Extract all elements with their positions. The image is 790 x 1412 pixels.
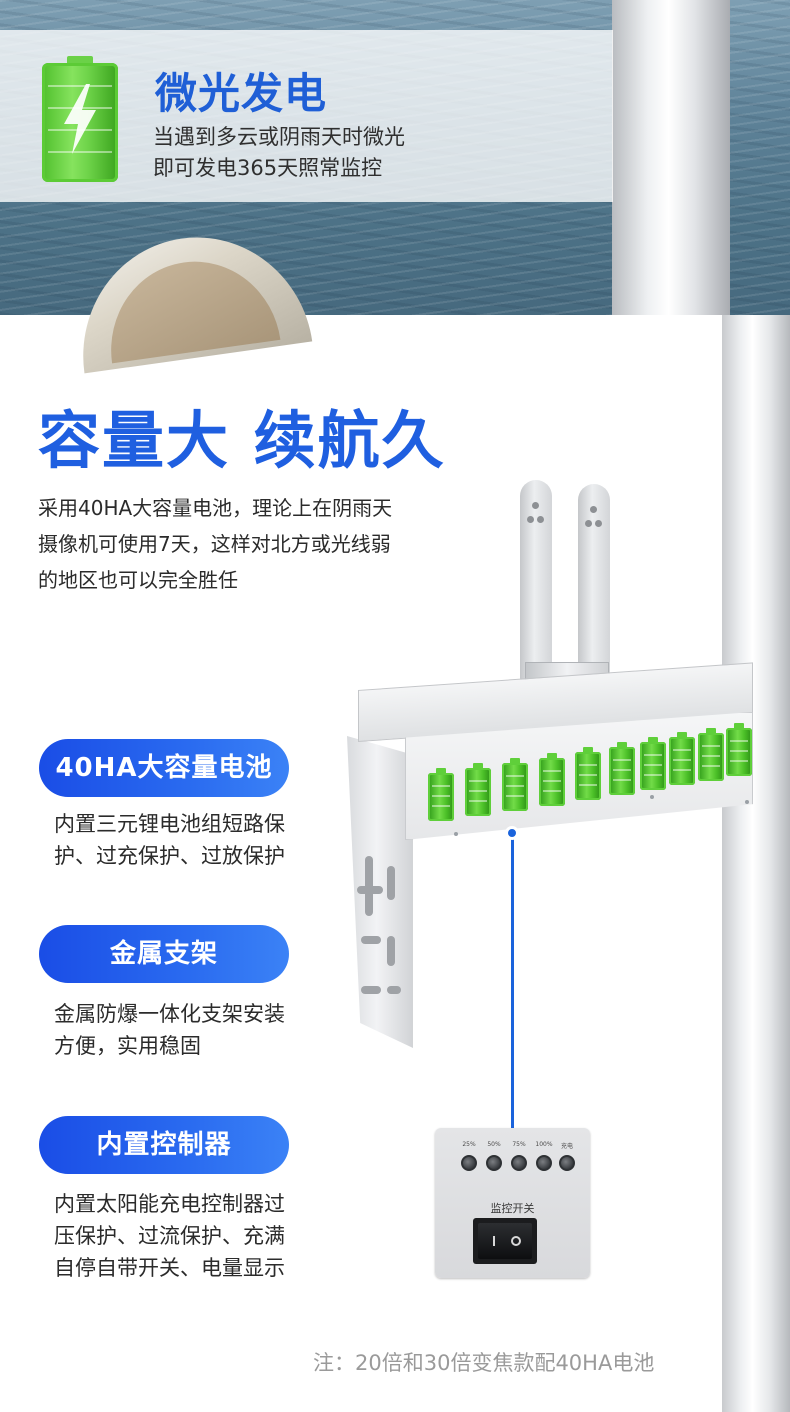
battery-cell	[539, 753, 565, 806]
level-label-75: 75%	[512, 1141, 526, 1148]
indicator-led	[559, 1155, 575, 1171]
battery-cell	[428, 768, 454, 821]
banner-title: 微光发电	[155, 69, 328, 118]
section-intro: 采用40HA大容量电池，理论上在阴雨天 摄像机可使用7天，这样对北方或光线弱 的…	[38, 490, 478, 598]
switch-label: 监控开关	[490, 1202, 535, 1215]
battery-cell	[726, 723, 752, 776]
intro-line-1: 采用40HA大容量电池，理论上在阴雨天	[38, 496, 393, 520]
indicator-led	[461, 1155, 477, 1171]
indicator-led	[536, 1155, 552, 1171]
feature-controller-desc: 内置太阳能充电控制器过 压保护、过流保护、充满 自停自带开关、电量显示	[54, 1188, 324, 1284]
feature-battery-badge: 40HA大容量电池	[39, 739, 289, 797]
intro-line-2: 摄像机可使用7天，这样对北方或光线弱	[38, 532, 391, 556]
feature-bracket-line-1: 金属防爆一体化支架安装	[54, 1002, 285, 1026]
indicator-led	[486, 1155, 502, 1171]
level-label-charging: 充电	[560, 1143, 573, 1150]
banner-description: 当遇到多云或阴雨天时微光 即可发电365天照常监控	[153, 122, 405, 184]
controller-panel-image: 25% 50% 75% 100% 充电 监控开关	[435, 1128, 590, 1278]
battery-charging-icon	[42, 56, 118, 182]
feature-battery-line-1: 内置三元锂电池组短路保	[54, 812, 285, 836]
power-switch-image	[473, 1218, 537, 1264]
battery-cell	[465, 763, 491, 816]
level-label-100: 100%	[535, 1141, 553, 1148]
feature-bracket-badge: 金属支架	[39, 925, 289, 983]
battery-cell	[640, 737, 666, 790]
banner-line-2: 即可发电365天照常监控	[153, 156, 383, 180]
indicator-led	[511, 1155, 527, 1171]
feature-bracket-line-2: 方便，实用稳固	[54, 1034, 201, 1058]
feature-controller-line-1: 内置太阳能充电控制器过	[54, 1192, 285, 1216]
feature-battery-line-2: 护、过充保护、过放保护	[54, 844, 285, 868]
feature-controller-line-3: 自停自带开关、电量显示	[54, 1256, 285, 1280]
level-label-25: 25%	[462, 1141, 476, 1148]
battery-cell	[669, 732, 695, 785]
pole-image-top	[612, 0, 730, 315]
feature-battery-desc: 内置三元锂电池组短路保 护、过充保护、过放保护	[54, 808, 324, 872]
feature-bracket-desc: 金属防爆一体化支架安装 方便，实用稳固	[54, 998, 324, 1062]
mount-ear-left	[520, 480, 552, 680]
connector-dot	[505, 826, 519, 840]
bracket-side-plate	[347, 736, 413, 1048]
feature-controller-badge: 内置控制器	[39, 1116, 289, 1174]
mount-ear-right	[578, 484, 610, 680]
section-title: 容量大 续航久	[38, 404, 446, 477]
battery-cell	[575, 747, 601, 800]
footnote: 注：20倍和30倍变焦款配40HA电池	[313, 1351, 655, 1375]
banner-line-1: 当遇到多云或阴雨天时微光	[153, 125, 405, 149]
battery-cell	[502, 758, 528, 811]
feature-controller-line-2: 压保护、过流保护、充满	[54, 1224, 285, 1248]
level-label-50: 50%	[487, 1141, 501, 1148]
connector-line	[511, 832, 514, 1134]
battery-cell	[698, 728, 724, 781]
battery-cell	[609, 742, 635, 795]
pole-image-bottom	[722, 315, 790, 1412]
intro-line-3: 的地区也可以完全胜任	[38, 568, 238, 592]
